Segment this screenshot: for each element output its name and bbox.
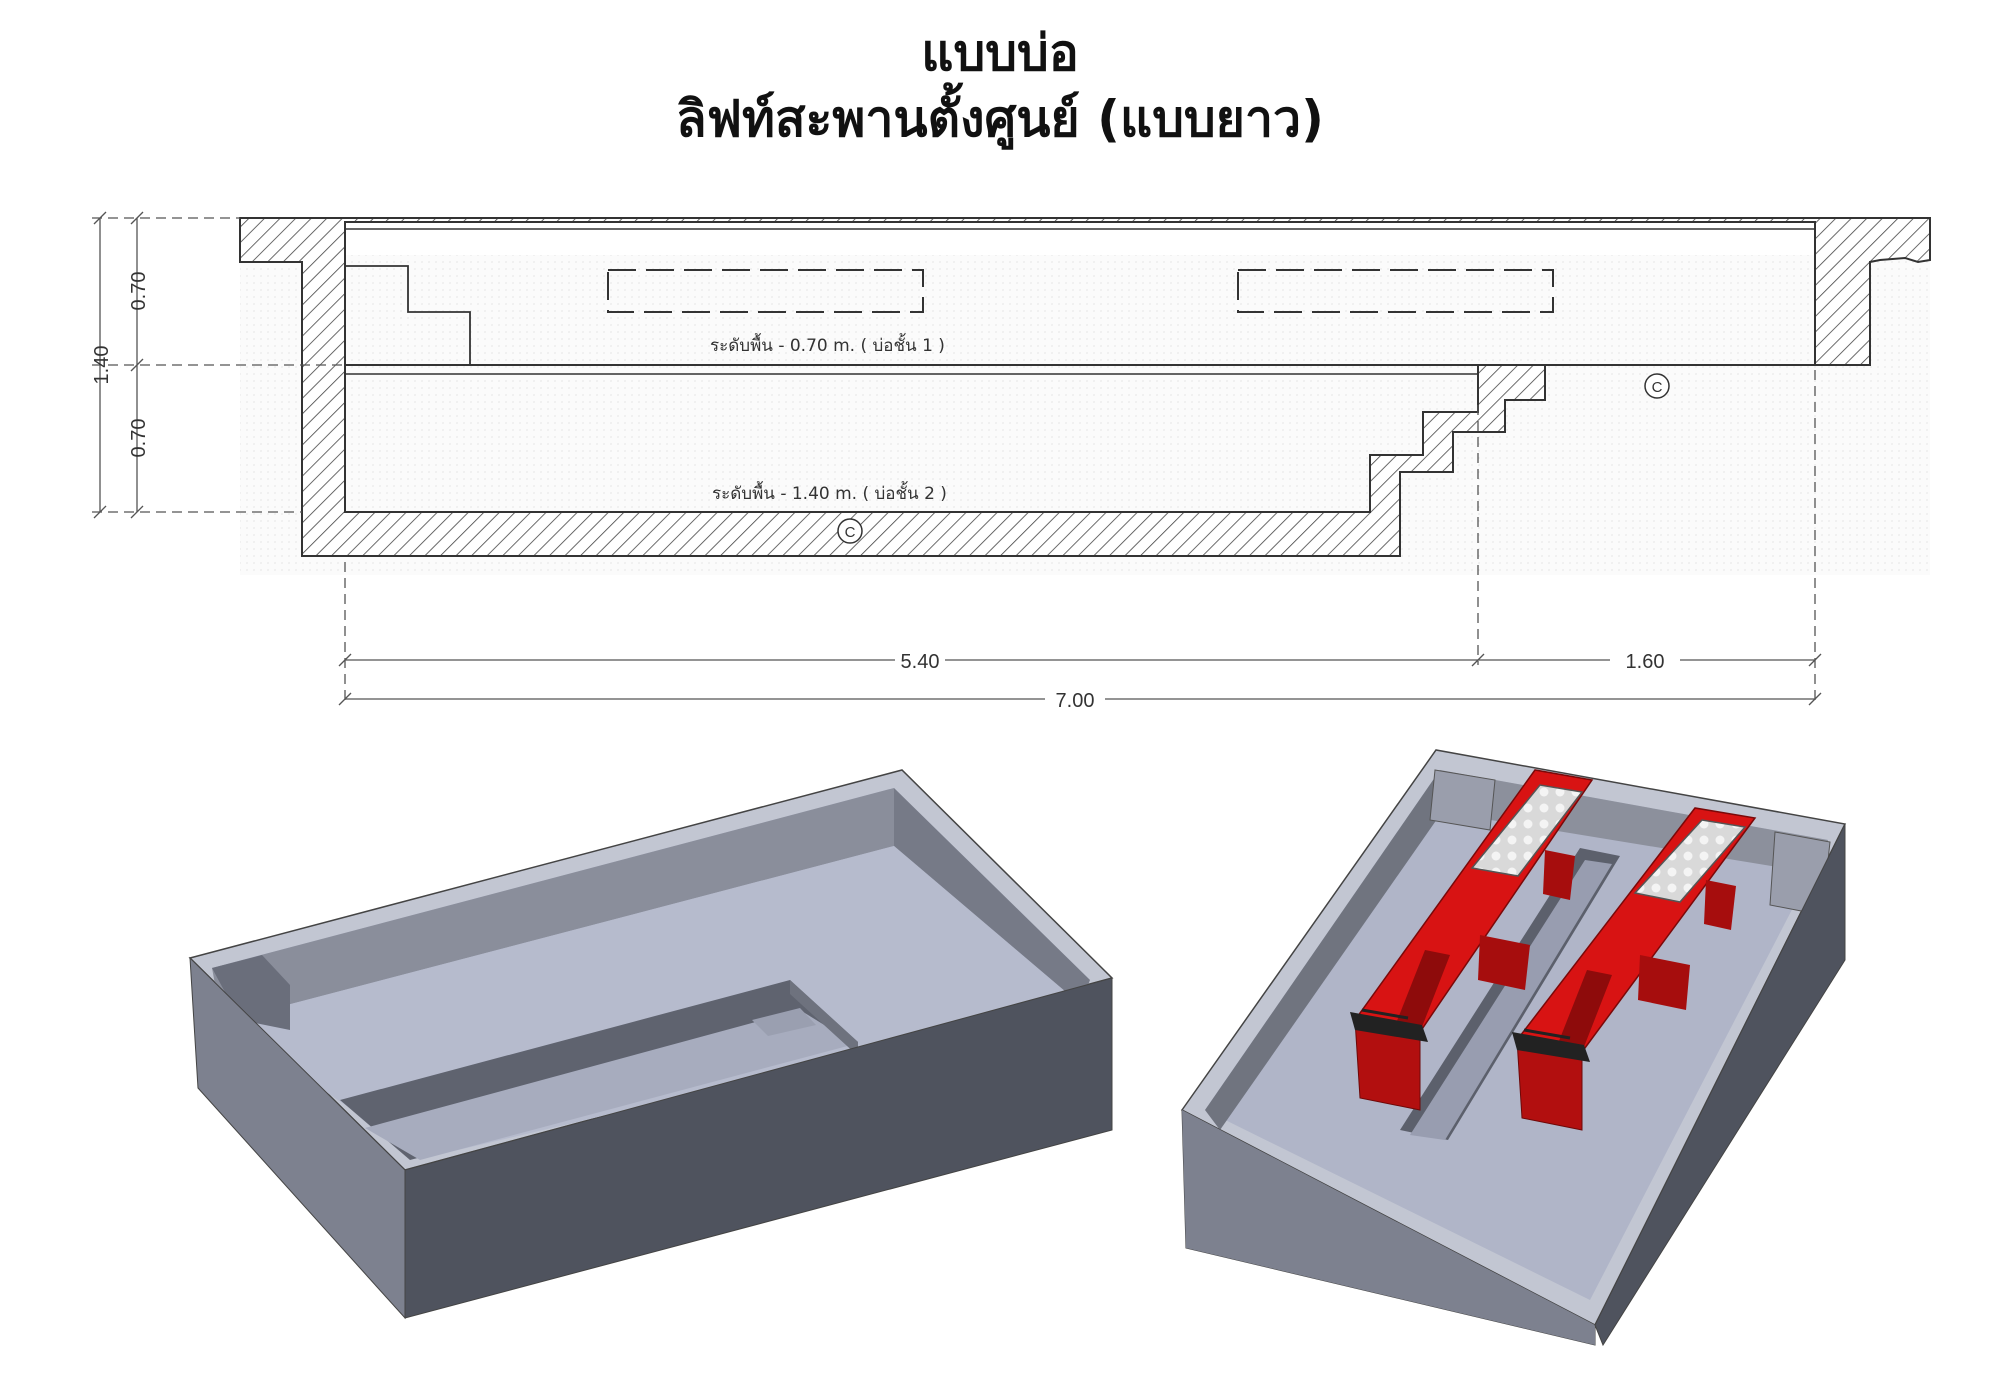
dim-total-length: 7.00 xyxy=(1056,690,1095,712)
stair-block-left xyxy=(212,955,290,1030)
centerline-symbol-floor: C xyxy=(837,518,863,544)
pit2-corner-block-1 xyxy=(1429,769,1496,831)
dim-upper: 0.70 xyxy=(128,272,150,311)
horizontal-dimensions xyxy=(338,370,1822,706)
dim-deep-length: 5.40 xyxy=(901,651,940,673)
pit-3d-with-lift xyxy=(1180,749,1847,1347)
lift-footprint-right xyxy=(1237,269,1554,313)
trench-block xyxy=(790,980,858,1056)
pit-inner-wall-right xyxy=(894,788,1090,1004)
lift-footprint-left xyxy=(607,269,924,313)
dim-shallow-length: 1.60 xyxy=(1626,651,1665,673)
svg-text:C: C xyxy=(1652,379,1663,396)
pit2-front-left-main xyxy=(1182,1110,1595,1345)
lift-left-leg-2 xyxy=(1543,850,1575,900)
level-2-label: ระดับพื้น - 1.40 m. ( บ่อชั้น 2 ) xyxy=(712,481,947,504)
lift-right-leg-2 xyxy=(1704,880,1736,930)
lift-right-beam xyxy=(1557,970,1612,1052)
centerline-symbol-ledge: C xyxy=(1644,373,1670,399)
lift-left-leg-1 xyxy=(1478,935,1530,990)
pit-front-right-face xyxy=(404,977,1113,1319)
lift-left-beam xyxy=(1395,950,1450,1032)
pit2-trench-floor xyxy=(1410,860,1612,1140)
dim-total-height: 1.40 xyxy=(91,346,113,385)
title-line-1: แบบบ่อ xyxy=(921,24,1079,82)
lift-platform-left xyxy=(1350,769,1594,1111)
concrete-hatched xyxy=(239,217,1931,557)
trench-floor xyxy=(365,1010,855,1160)
lift-left-end-cap xyxy=(1350,1012,1428,1042)
vertical-dimensions xyxy=(92,211,345,519)
pit2-front-right-face xyxy=(1594,823,1846,1347)
lift-right-leg-1 xyxy=(1638,955,1690,1010)
lift-right-end-cap xyxy=(1512,1032,1590,1062)
pit-inner-wall-back xyxy=(212,788,894,1022)
pit2-inner-wall-left xyxy=(1205,770,1442,1130)
dim-lower: 0.70 xyxy=(128,419,150,458)
lift-left-grating xyxy=(1470,784,1584,877)
stair-block-trench xyxy=(752,1008,816,1036)
level-1-label: ระดับพื้น - 0.70 m. ( บ่อชั้น 1 ) xyxy=(710,333,945,356)
lift-platform-right xyxy=(1512,807,1757,1131)
title-line-2: ลิฟท์สะพานตั้งศูนย์ (แบบยาว) xyxy=(676,90,1324,148)
svg-text:C: C xyxy=(845,524,856,541)
pit-3d-empty xyxy=(188,769,1114,1320)
lift-right-grating xyxy=(1633,819,1747,903)
section-drawing: ระดับพื้น - 0.70 m. ( บ่อชั้น 1 ) ระดับพ… xyxy=(91,211,1931,712)
stair-step xyxy=(345,265,471,365)
